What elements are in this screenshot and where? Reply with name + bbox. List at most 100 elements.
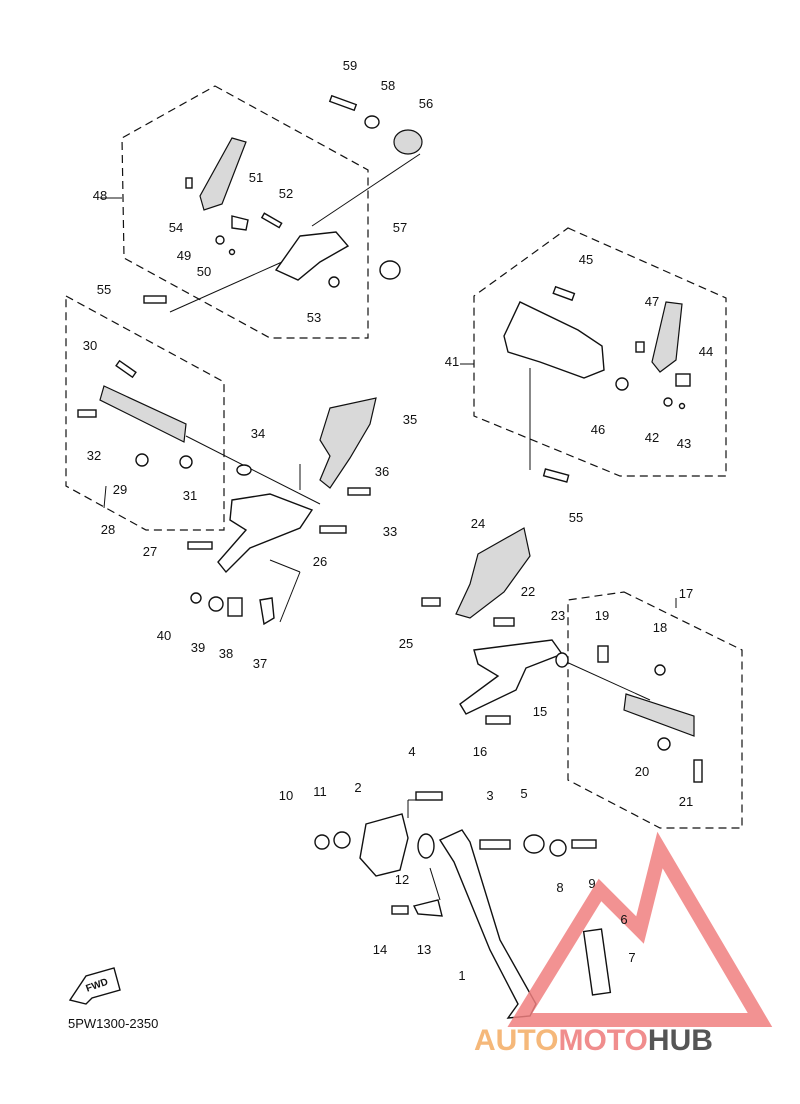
watermark-brand: AUTOMOTOHUB — [474, 1024, 713, 1058]
watermark-logo-icon — [507, 831, 773, 1027]
part-number-label: 11 — [313, 784, 327, 799]
part-number-label: 7 — [628, 950, 635, 965]
part-number-label: 51 — [249, 170, 263, 185]
part-number-label: 16 — [473, 744, 487, 759]
part-number-label: 44 — [699, 344, 713, 359]
bolt-21 — [693, 759, 703, 783]
part-number-label: 9 — [588, 876, 595, 891]
part-number-label: 10 — [279, 788, 293, 803]
part-number-label: 1 — [458, 968, 465, 983]
brand-hub: HUB — [647, 1024, 713, 1057]
part-number-label: 39 — [191, 640, 205, 655]
part-number-label: 48 — [93, 188, 107, 203]
part-number-label: 34 — [251, 426, 265, 441]
bolt-55b — [542, 468, 570, 483]
footrest-28 — [99, 385, 187, 443]
part-number-label: 5 — [520, 786, 527, 801]
bolt-27 — [187, 541, 213, 550]
group-outline-41 — [473, 227, 727, 477]
pin-19 — [597, 645, 609, 663]
part-number-label: 59 — [343, 58, 357, 73]
part-number-label: 22 — [521, 584, 535, 599]
part-number-label: 50 — [197, 264, 211, 279]
part-number-label: 57 — [393, 220, 407, 235]
part-number-label: 38 — [219, 646, 233, 661]
part-number-label: 56 — [419, 96, 433, 111]
part-number-label: 53 — [307, 310, 321, 325]
part-number-label: 32 — [87, 448, 101, 463]
part-number-label: 42 — [645, 430, 659, 445]
sidestand-1 — [438, 829, 537, 1019]
spring-49 — [215, 235, 225, 245]
part-number-label: 52 — [279, 186, 293, 201]
bushing-56 — [393, 129, 423, 155]
part-number-label: 45 — [579, 252, 593, 267]
pin-54 — [185, 177, 193, 189]
washer-34 — [236, 464, 252, 476]
nut-46 — [615, 377, 629, 391]
part-number-label: 41 — [445, 354, 459, 369]
spring-7 — [582, 928, 612, 996]
part-number-label: 27 — [143, 544, 157, 559]
part-number-label: 30 — [83, 338, 97, 353]
nut-10 — [314, 834, 330, 850]
bracket-15 — [459, 639, 564, 715]
bolt-14 — [391, 905, 409, 915]
bracket-52 — [274, 231, 350, 281]
part-number-label: 35 — [403, 412, 417, 427]
bolt-22 — [493, 617, 515, 627]
part-number-label: 49 — [177, 248, 191, 263]
washer-12 — [417, 833, 435, 859]
part-number-label: 25 — [399, 636, 413, 651]
washer-58 — [364, 115, 380, 129]
nut-53 — [328, 276, 340, 288]
washer-20 — [657, 737, 671, 751]
part-number-label: 33 — [383, 524, 397, 539]
part-number-label: 55 — [569, 510, 583, 525]
footrest-48 — [199, 137, 247, 211]
clip-38 — [227, 597, 243, 617]
bolt-32 — [77, 409, 97, 418]
washer-43 — [678, 402, 686, 410]
bolt-59 — [328, 94, 358, 112]
nut-8 — [549, 839, 567, 857]
part-number-label: 43 — [677, 436, 691, 451]
bolt-52 — [260, 212, 283, 229]
footrest-44 — [651, 301, 683, 373]
spring-29 — [135, 453, 149, 467]
bolt-4 — [415, 791, 443, 801]
part-number-label: 23 — [551, 608, 565, 623]
part-number-label: 31 — [183, 488, 197, 503]
part-number-label: 3 — [486, 788, 493, 803]
part-number-label: 47 — [645, 294, 659, 309]
part-number-label: 18 — [653, 620, 667, 635]
part-number-label: 28 — [101, 522, 115, 537]
fwd-arrow-icon: FWD — [68, 967, 121, 1005]
part-number-label: 55 — [97, 282, 111, 297]
part-number-label: 40 — [157, 628, 171, 643]
bracket-26 — [217, 493, 314, 574]
part-number-label: 37 — [253, 656, 267, 671]
part-number-label: 46 — [591, 422, 605, 437]
part-number-label: 12 — [395, 872, 409, 887]
leader-lines — [100, 153, 677, 901]
bolt-33 — [319, 525, 347, 534]
bolt-55a — [143, 295, 167, 304]
bracket-51 — [231, 215, 249, 231]
part-number-label: 4 — [408, 744, 415, 759]
part-number-label: 20 — [635, 764, 649, 779]
part-number-label: 26 — [313, 554, 327, 569]
plate-13 — [412, 899, 443, 917]
part-number-label: 17 — [679, 586, 693, 601]
drawing-code: 5PW1300-2350 — [68, 1016, 159, 1031]
bolt-36 — [347, 487, 371, 496]
heel-guard-35 — [319, 397, 377, 489]
part-number-label: 15 — [533, 704, 547, 719]
brand-moto: MOTO — [558, 1024, 648, 1057]
group-outline-28 — [65, 294, 225, 531]
part-number-label: 19 — [595, 608, 609, 623]
bushing-57 — [379, 260, 401, 280]
bracket-2 — [359, 813, 409, 877]
part-number-label: 8 — [556, 880, 563, 895]
